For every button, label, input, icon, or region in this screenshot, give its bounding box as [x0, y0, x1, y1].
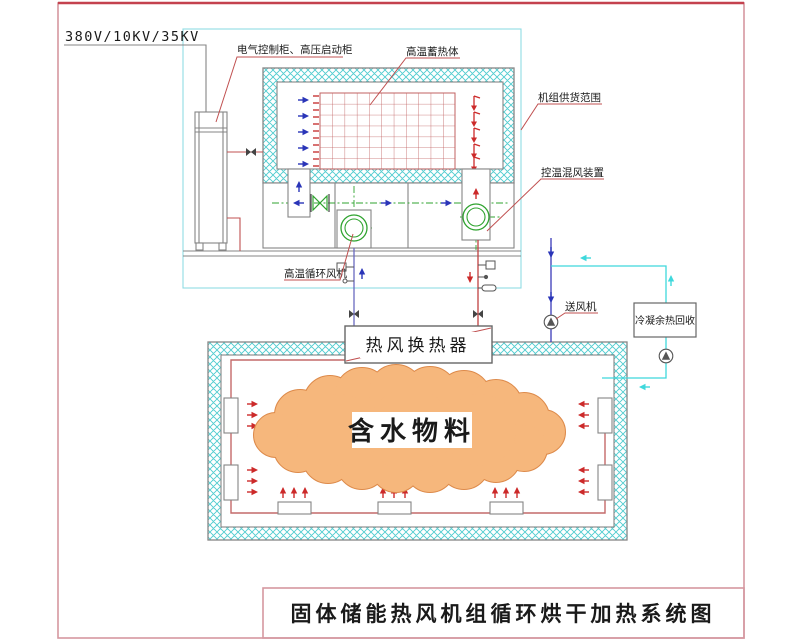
- heat-exchanger-label: 热风换热器: [366, 336, 471, 355]
- callout-supply-scope: 机组供货范围: [520, 91, 602, 131]
- circulation-fan-right: [462, 203, 490, 231]
- heating-elements: [313, 95, 319, 167]
- svg-text:送风机: 送风机: [565, 300, 597, 313]
- fan-plenum: [262, 168, 515, 250]
- recovery-pump: [658, 348, 674, 364]
- svg-text:电气控制柜、高压启动柜: 电气控制柜、高压启动柜: [237, 43, 353, 56]
- circulation-fan-left: [336, 209, 372, 249]
- power-cables: [227, 151, 263, 251]
- heat-recovery-box: 冷凝余热回收: [633, 302, 697, 338]
- mixing-valve: [310, 194, 330, 212]
- left-duct: [287, 168, 311, 218]
- control-cabinet: [194, 111, 228, 251]
- svg-text:控温混风装置: 控温混风装置: [541, 166, 604, 179]
- callout-blower: 送风机: [555, 300, 598, 320]
- bottom-heaters: [277, 501, 524, 515]
- line-instruments: [336, 260, 497, 292]
- wet-material-cloud: 含水物料: [253, 364, 566, 493]
- callout-circulation-fan: 高温循环风机: [284, 233, 354, 281]
- cable-switch: [246, 148, 256, 156]
- callout-mixing-device: 控温混风装置: [486, 166, 604, 232]
- svg-text:机组供货范围: 机组供货范围: [538, 91, 601, 104]
- heat-exchanger: 热风换热器: [344, 325, 493, 364]
- svg-text:高温蓄热体: 高温蓄热体: [406, 45, 459, 58]
- storage-unit: [262, 67, 515, 250]
- radiators: [223, 397, 613, 501]
- callout-control-cabinet: 电气控制柜、高压启动柜: [215, 43, 353, 123]
- power-feed: 380V/10KV/35KV: [64, 29, 207, 112]
- svg-text:高温循环风机: 高温循环风机: [284, 267, 347, 280]
- drying-chamber: 含水物料: [207, 341, 628, 541]
- blower-fan: [543, 314, 559, 330]
- heat-storage-grid: [319, 92, 456, 170]
- callouts: 电气控制柜、高压启动柜 高温蓄热体 机组供货范围 控温混风装置 高温循环风机 送…: [215, 43, 604, 320]
- base-slab: [183, 250, 521, 257]
- power-supply-label: 380V/10KV/35KV: [65, 29, 200, 45]
- wet-material-label: 含水物料: [348, 416, 476, 446]
- drawing-title: 固体储能热风机组循环烘干加热系统图: [291, 602, 716, 626]
- supply-scope-boundary: [182, 28, 522, 289]
- return-flow-arrow: [466, 271, 474, 284]
- exchanger-lines: [336, 240, 497, 326]
- callout-heat-storage: 高温蓄热体: [369, 45, 460, 106]
- supply-flow-arrow: [358, 267, 366, 280]
- blower-branch: [543, 238, 559, 342]
- title-block: 固体储能热风机组循环烘干加热系统图: [262, 587, 745, 639]
- heat-recovery-label: 冷凝余热回收: [635, 314, 695, 327]
- heat-recovery-piping: 冷凝余热回收: [551, 254, 697, 391]
